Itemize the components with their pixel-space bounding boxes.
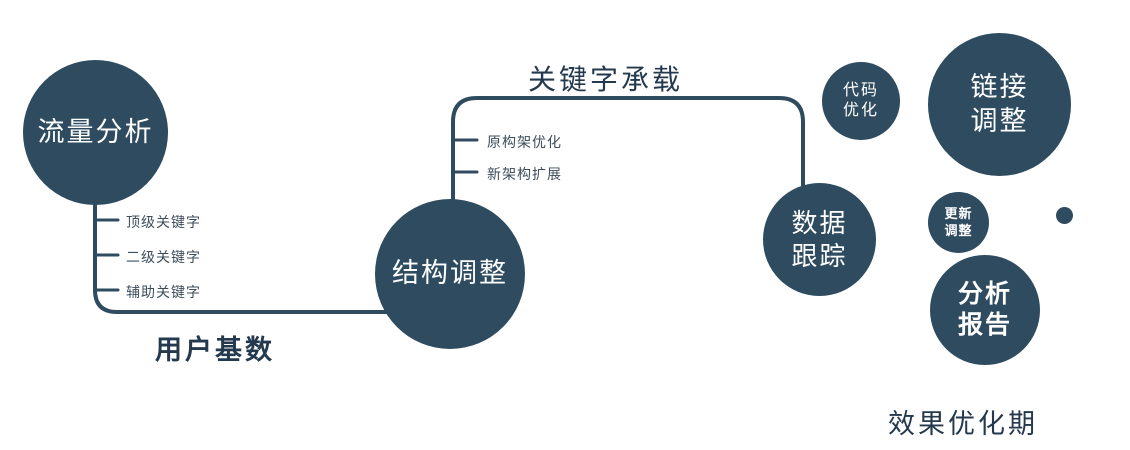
node-update-adjustment-line2: 调整 — [944, 222, 973, 238]
branch-label-new-architecture-expansion: 新架构扩展 — [487, 166, 562, 182]
node-link-adjustment-line2: 调整 — [970, 105, 1029, 136]
node-analysis-report: 分析 报告 — [930, 255, 1040, 365]
branch-label-original-architecture-optimization: 原构架优化 — [487, 134, 562, 150]
node-structure-adjustment-label: 结构调整 — [392, 258, 508, 289]
node-structure-adjustment: 结构调整 — [375, 199, 525, 349]
branch-label-top-keywords: 顶级关键字 — [126, 214, 201, 230]
branch-label-auxiliary-keywords: 辅助关键字 — [126, 284, 201, 300]
node-code-optimization-line2: 优化 — [842, 102, 879, 119]
node-analysis-report-line1: 分析 — [957, 279, 1012, 308]
node-link-adjustment-line1: 链接 — [970, 71, 1029, 102]
node-traffic-analysis: 流量分析 — [23, 60, 168, 205]
node-code-optimization-line1: 代码 — [842, 82, 879, 99]
node-data-tracking-line1: 数据 — [791, 208, 848, 238]
node-update-adjustment-line1: 更新 — [944, 206, 973, 222]
traffic-branch-ticks — [93, 218, 120, 292]
connector-structure-to-datatracking — [451, 96, 805, 252]
node-link-adjustment: 链接 调整 — [928, 33, 1071, 176]
node-data-tracking: 数据 跟踪 — [763, 183, 876, 296]
structure-branch-ticks — [451, 138, 479, 174]
node-traffic-analysis-label: 流量分析 — [37, 116, 154, 147]
node-update-adjustment: 更新 调整 — [928, 192, 989, 253]
branch-label-secondary-keywords: 二级关键字 — [126, 249, 201, 265]
edge-label-user-base: 用户基数 — [155, 335, 275, 365]
node-code-optimization: 代码 优化 — [822, 62, 900, 140]
node-analysis-report-line2: 报告 — [957, 311, 1012, 339]
node-data-tracking-line2: 跟踪 — [791, 240, 848, 271]
caption-effect-optimization-period: 效果优化期 — [888, 409, 1038, 439]
edge-label-keyword-bearing: 关键字承载 — [528, 64, 684, 95]
decorative-dot — [1056, 207, 1073, 224]
